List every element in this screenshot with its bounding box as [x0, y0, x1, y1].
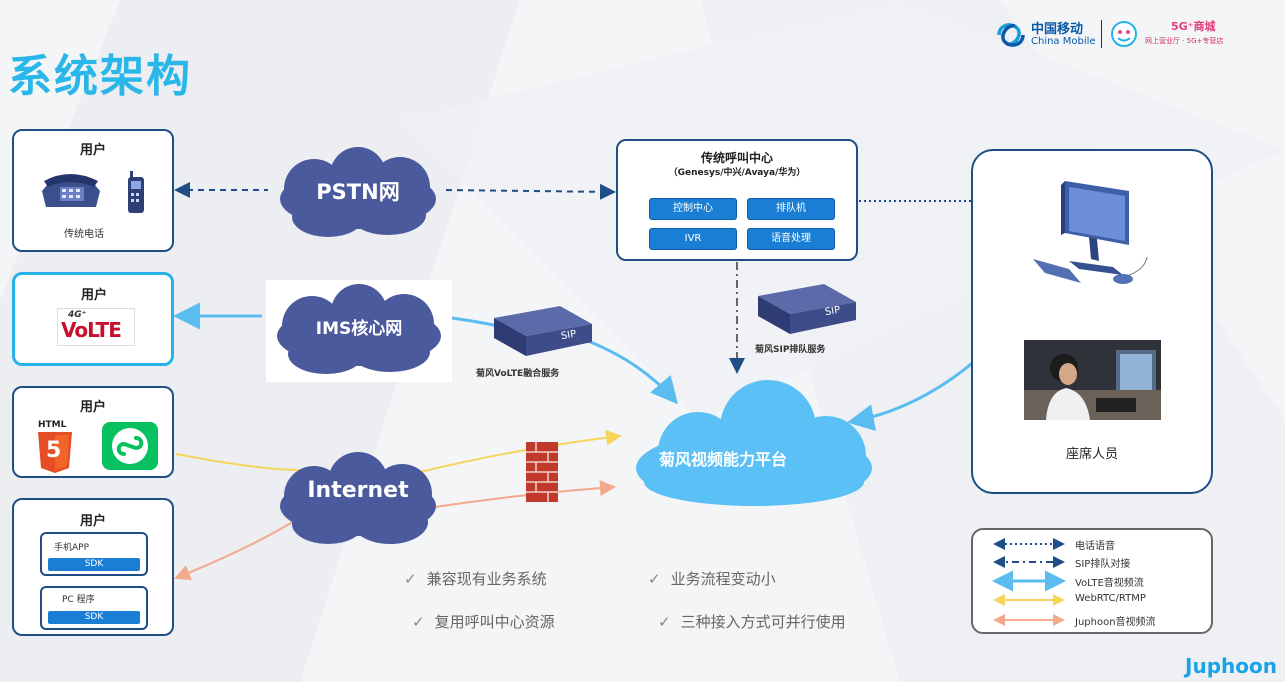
benefit-item: ✓复用呼叫中心资源: [412, 613, 555, 631]
agent-photo: [1024, 340, 1161, 420]
voice-processing-button[interactable]: 语音处理: [747, 228, 835, 250]
user-box-volte: 用户 4G⁺ VoLTE: [12, 272, 174, 366]
benefit-item: ✓业务流程变动小: [648, 570, 776, 588]
phone-caption: 传统电话: [64, 229, 104, 240]
legend-label: WebRTC/RTMP: [1075, 593, 1146, 604]
internet-cloud-label: Internet: [307, 478, 409, 503]
app-label: 手机APP: [54, 543, 90, 553]
legend-label: 电话语音: [1075, 541, 1115, 552]
internet-cloud-shape: [280, 452, 436, 544]
check-icon: ✓: [648, 570, 661, 588]
html5-label: HTML: [38, 420, 67, 430]
mini-program-icon: [102, 422, 158, 470]
volte-server-icon: [494, 306, 592, 356]
html5-logo: HTML 5: [34, 420, 78, 474]
desk-phone-icon: [42, 174, 100, 207]
agent-label: 座席人员: [1065, 447, 1118, 462]
page-title: 系统架构: [8, 51, 192, 102]
mobile-phone-icon: [128, 171, 144, 213]
legend-label: VoLTE音视频流: [1075, 578, 1144, 589]
computer-monitor-icon: [1033, 181, 1148, 284]
ims-cloud-label: IMS核心网: [315, 319, 403, 339]
pstn-cloud-shape: [280, 147, 436, 237]
user-label: 用户: [80, 400, 107, 415]
legend-box: 电话语音 SIP排队对接 VoLTE音视频流 WebRTC/RTMP Jupho…: [971, 528, 1213, 634]
ivr-button[interactable]: IVR: [649, 228, 737, 250]
app-panel: 手机APP SDK: [40, 532, 148, 576]
china-mobile-logo-icon: [997, 23, 1025, 47]
volte-text: VoLTE: [61, 318, 122, 342]
firewall-icon: [526, 442, 558, 502]
platform-cloud-shape: [636, 380, 872, 506]
agent-box: 座席人员: [971, 149, 1213, 494]
user-label: 用户: [80, 143, 107, 158]
pstn-cloud-label: PSTN网: [316, 180, 400, 204]
pc-label: PC 程序: [62, 595, 95, 605]
queue-machine-button[interactable]: 排队机: [747, 198, 835, 220]
html5-shield-icon: [38, 432, 72, 473]
logo-divider: [1101, 20, 1102, 48]
callcenter-title: 传统呼叫中心: [700, 151, 773, 165]
volte-badge: 4G⁺: [68, 310, 87, 320]
benefit-item: ✓三种接入方式可并行使用: [658, 613, 846, 631]
sip-server-icon: [758, 284, 856, 334]
check-icon: ✓: [412, 613, 425, 631]
china-mobile-cn: 中国移动: [1031, 22, 1084, 37]
check-icon: ✓: [658, 613, 671, 631]
volte-server-caption: 菊风VoLTE融合服务: [476, 369, 560, 379]
legend-label: Juphoon音视频流: [1075, 617, 1156, 628]
app-sdk-badge: SDK: [48, 558, 140, 571]
sip-server-caption: 菊风SIP排队服务: [755, 345, 826, 355]
agent-photo-icon: [1024, 340, 1161, 420]
check-icon: ✓: [404, 570, 417, 588]
mall-slogan: 网上营业厅 · 5G+专营店: [1145, 37, 1224, 45]
user-label: 用户: [80, 514, 107, 529]
benefit-item: ✓兼容现有业务系统: [404, 570, 547, 588]
html5-number: 5: [46, 438, 62, 463]
pc-panel: PC 程序 SDK: [40, 586, 148, 630]
user-box-web: 用户 HTML 5: [12, 386, 174, 478]
brand-logo: Juphoon: [1185, 654, 1277, 678]
control-center-button[interactable]: 控制中心: [649, 198, 737, 220]
pc-sdk-badge: SDK: [48, 611, 140, 624]
user-box-phone: 用户 传统电话: [12, 129, 174, 252]
mall-name: 5G⁺商城: [1171, 20, 1216, 33]
user-box-sdk: 用户 手机APP SDK PC 程序 SDK: [12, 498, 174, 636]
user-label: 用户: [81, 288, 108, 303]
legend-lines: [992, 538, 1066, 626]
volte-logo: 4G⁺ VoLTE: [57, 308, 135, 346]
china-mobile-en: China Mobile: [1031, 36, 1096, 47]
callcenter-box: 传统呼叫中心 （Genesys/中兴/Avaya/华为） 控制中心 排队机 IV…: [616, 139, 858, 261]
legend-label: SIP排队对接: [1075, 559, 1131, 570]
callcenter-subtitle: （Genesys/中兴/Avaya/华为）: [668, 168, 806, 178]
mall-mascot-icon: [1111, 21, 1137, 47]
logo-area: 中国移动 China Mobile 5G⁺商城 网上营业厅 · 5G+专营店: [995, 16, 1245, 52]
ims-cloud-shape: [277, 284, 441, 374]
platform-cloud-label: 菊风视频能力平台: [658, 450, 787, 469]
